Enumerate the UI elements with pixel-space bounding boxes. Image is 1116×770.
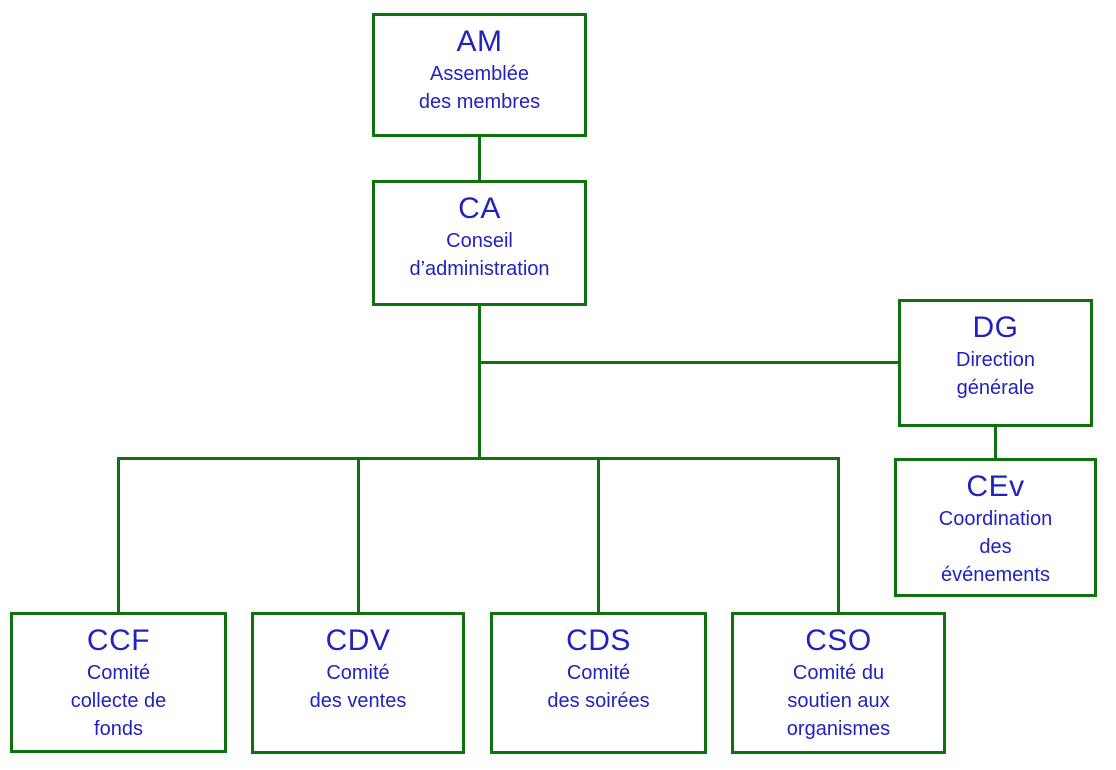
org-box-dg-name: Direction générale [956,349,1035,399]
org-box-am: AM Assemblée des membres [372,13,587,137]
connector-drop-cds [597,457,600,613]
connector-ca-trunk [478,304,481,460]
org-box-cdv: CDV Comité des ventes [251,612,465,754]
connector-am-ca [478,136,481,182]
org-box-dg: DG Direction générale [898,299,1093,427]
org-box-dg-acronym: DG [972,311,1019,344]
connector-ca-dg [478,361,900,364]
org-box-am-acronym: AM [456,25,503,58]
org-box-ccf-acronym: CCF [86,624,151,657]
connector-drop-cdv [357,457,360,613]
org-box-cdv-name: Comité des ventes [309,662,407,712]
org-box-am-name: Assemblée des membres [418,63,541,113]
org-box-cev-acronym: CEv [966,470,1025,503]
org-box-cso: CSO Comité du soutien aux organismes [731,612,946,754]
org-box-ccf: CCF Comité collecte de fonds [10,612,227,753]
org-box-cev-name: Coordination des événements [938,508,1053,586]
org-box-ccf-name: Comité collecte de fonds [70,662,167,740]
org-box-cds: CDS Comité des soirées [490,612,707,754]
connector-dg-cev [994,425,997,459]
org-box-ca-name: Conseil d’administration [409,230,550,280]
org-box-cds-name: Comité des soirées [547,662,650,712]
connector-drop-ccf [117,457,120,613]
org-box-ca: CA Conseil d’administration [372,180,587,306]
org-box-cds-acronym: CDS [566,624,631,657]
connector-children-bus [117,457,840,460]
org-box-cdv-acronym: CDV [325,624,391,657]
org-box-ca-acronym: CA [458,192,501,225]
connector-drop-cso [837,457,840,613]
org-box-cso-acronym: CSO [805,624,872,657]
org-box-cev: CEv Coordination des événements [894,458,1097,597]
org-box-cso-name: Comité du soutien aux organismes [786,662,891,740]
